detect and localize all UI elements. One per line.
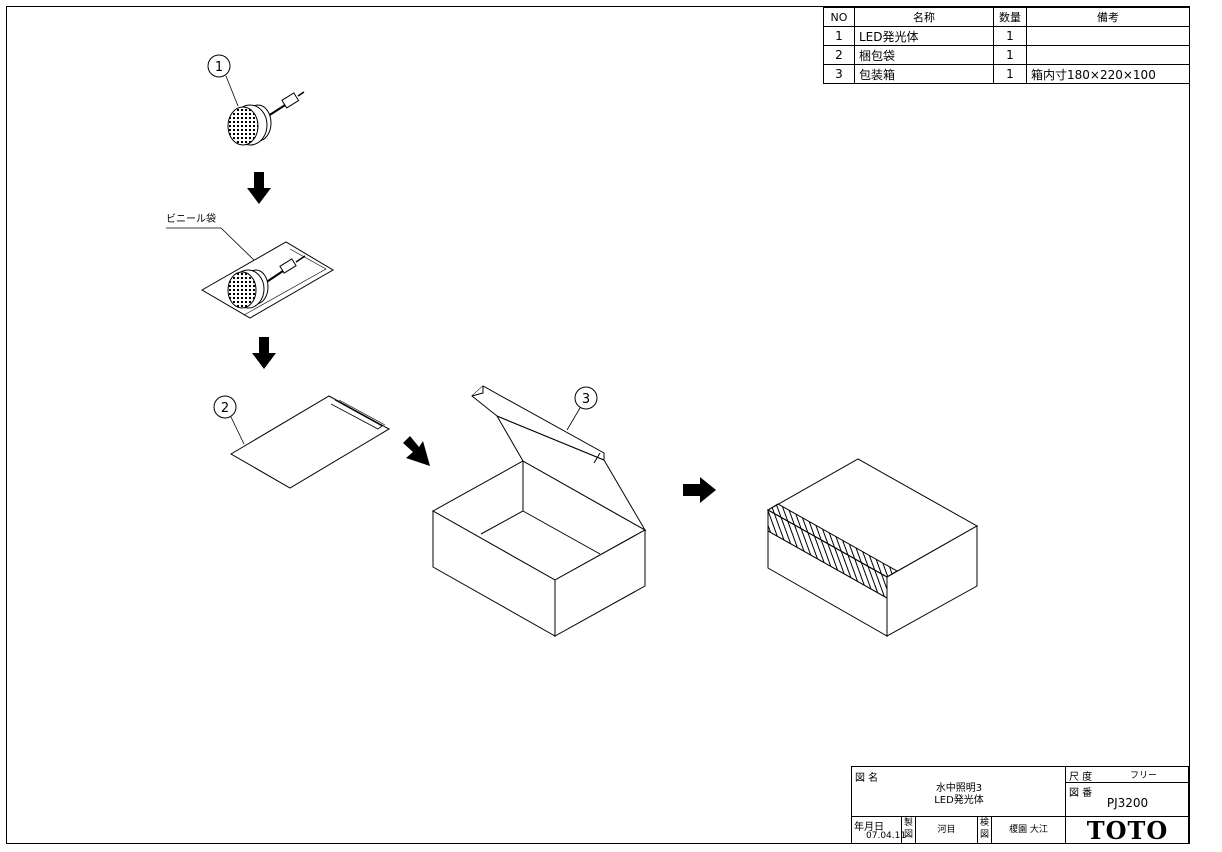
arrow-diagonal-icon: [403, 436, 430, 466]
callout-1-number: 1: [215, 60, 223, 75]
drawing-number-cell: 図 番 PJ3200: [1066, 783, 1189, 817]
drawing-frame: [6, 6, 1190, 844]
callout-2: 2: [213, 395, 245, 445]
row-name: 梱包袋: [854, 45, 994, 65]
scale-label: 尺 度: [1069, 772, 1093, 783]
scale-value: フリー: [1130, 771, 1158, 781]
title-block: 図 名 水中照明3 LED発光体 尺 度 フリー 図 番 PJ3200 年月日 …: [851, 766, 1189, 844]
open-box-icon: [431, 385, 647, 637]
date-cell: 年月日 07.04.11: [852, 817, 906, 844]
drawing-name-label: 図 名: [855, 773, 879, 784]
drawing-name-line1: 水中照明3: [935, 783, 983, 794]
vinyl-bag-label: ビニール袋: [166, 212, 216, 225]
table-row: 1 LED発光体 1: [823, 26, 1190, 46]
callout-1: 1: [207, 54, 239, 107]
arrow-down-icon: [247, 172, 271, 204]
drawing-name-line2: LED発光体: [934, 795, 984, 806]
toto-logo: TOTO: [1086, 816, 1169, 845]
callout-2-number: 2: [221, 401, 229, 416]
row-name: 包装箱: [854, 64, 994, 84]
scale-cell: 尺 度 フリー: [1066, 767, 1189, 783]
closed-box-icon: [766, 458, 979, 637]
parts-table: NO 名称 数量 備考 1 LED発光体 1 2 梱包袋 1 3 包装箱 1 箱…: [823, 7, 1190, 84]
callout-3-number: 3: [582, 392, 590, 407]
table-row: 2 梱包袋 1: [823, 45, 1190, 65]
parts-table-header: NO 名称 数量 備考: [823, 7, 1190, 27]
date-value: 07.04.11: [866, 831, 907, 841]
arrow-down-icon: [252, 337, 276, 369]
table-row: 3 包装箱 1 箱内寸180×220×100: [823, 64, 1190, 84]
packing-bag-icon: [230, 395, 391, 489]
callout-3: 3: [566, 386, 598, 431]
arrow-right-icon: [683, 477, 716, 503]
checked-by: 榎園 大江: [992, 817, 1066, 844]
drawing-number: PJ3200: [1106, 796, 1149, 810]
led-unit-icon: [227, 91, 305, 146]
drawn-label: 製図: [902, 817, 916, 844]
drawn-by: 河目: [916, 817, 978, 844]
date-label: 年月日: [854, 822, 884, 833]
checked-label: 検図: [978, 817, 992, 844]
drawing-number-label: 図 番: [1069, 788, 1093, 799]
bagged-led-icon: [201, 241, 334, 319]
row-remarks: 箱内寸180×220×100: [1026, 64, 1190, 84]
drawing-name-cell: 図 名 水中照明3 LED発光体: [852, 767, 1066, 817]
